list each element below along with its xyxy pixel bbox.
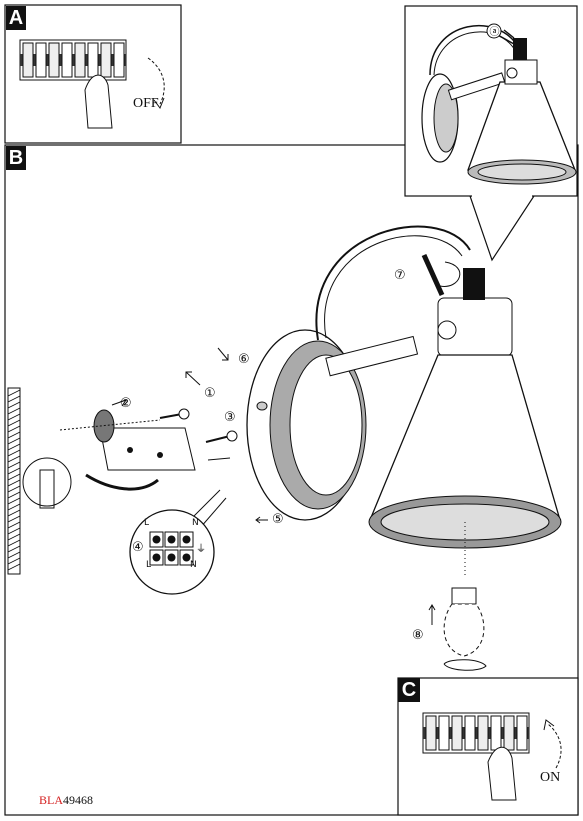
wall-hatch (7, 557, 21, 565)
wall-hatch (7, 437, 21, 445)
step-5-label: ⑤ (272, 512, 284, 527)
panel-a-label: A (6, 6, 26, 30)
wall-hatch (7, 461, 21, 469)
breaker-switch (516, 715, 528, 751)
wall-hatch (7, 419, 21, 427)
breaker-switch (451, 715, 463, 751)
product-code: BLA49468 (39, 793, 93, 808)
hand-off (84, 74, 113, 129)
wall-plate (246, 329, 367, 521)
wall-hatch (7, 563, 21, 571)
step-3-label: ③ (224, 410, 236, 425)
breaker-switch (87, 42, 99, 78)
breaker-strip-c (422, 712, 562, 801)
breaker-switch (61, 42, 73, 78)
wall-hatch (7, 473, 21, 481)
breaker-switch (438, 715, 450, 751)
wall-hatch (7, 521, 21, 529)
mounting-bracket (22, 399, 238, 509)
wall-hatch (7, 425, 21, 433)
terminal-n-top: N (192, 518, 199, 528)
lamp-arm (315, 225, 471, 377)
wall-hatch (7, 509, 21, 517)
wall-hatch (7, 413, 21, 421)
breaker-switch (477, 715, 489, 751)
panel-b-label: B (6, 146, 26, 170)
wall-hatch (7, 533, 21, 541)
panel-c-label: C (398, 678, 420, 702)
wall-hatch (7, 449, 21, 457)
earth-icon: ⏚ (196, 544, 206, 555)
wall (7, 387, 21, 575)
terminal-n-bottom: N (190, 560, 197, 570)
terminal-l-top: L (144, 518, 150, 528)
wall-hatch (7, 497, 21, 505)
terminal-screw (152, 535, 161, 544)
wall-hatch (7, 431, 21, 439)
wall-hatch (7, 503, 21, 511)
wall-hatch (7, 455, 21, 463)
on-label: ON (540, 770, 561, 785)
wall-hatch (7, 395, 21, 403)
step-8-label: ⑧ (412, 628, 424, 643)
terminal-l-bottom: L (146, 560, 152, 570)
step-4-label: ④ (132, 540, 144, 555)
panel-a-frame (4, 4, 182, 144)
lamp-shade (368, 268, 562, 578)
wall-hatch (7, 551, 21, 559)
wall-hatch (7, 515, 21, 523)
wall-hatch (7, 545, 21, 553)
off-label: OFF (133, 96, 159, 111)
wall-hatch (7, 539, 21, 547)
step-6-label: ⑥ (238, 352, 250, 367)
breaker-switch (22, 42, 34, 78)
product-code-prefix: BLA (39, 793, 63, 807)
breaker-switch (35, 42, 47, 78)
detail-callout-label: ⓐ (490, 26, 500, 38)
terminal-screw (152, 553, 161, 562)
wall-hatch (7, 443, 21, 451)
bulb (428, 587, 487, 671)
breaker-switch (490, 715, 502, 751)
wall-hatch (7, 527, 21, 535)
step-1-label: ① (204, 386, 216, 401)
breaker-switch (425, 715, 437, 751)
breaker-switch (464, 715, 476, 751)
wall-hatch (7, 485, 21, 493)
detail-inset (404, 5, 578, 262)
terminal-screw (182, 535, 191, 544)
breaker-strip-a (19, 39, 165, 129)
wall-hatch (7, 479, 21, 487)
hand-on (487, 746, 517, 801)
breaker-switch (113, 42, 125, 78)
terminal-screw (182, 553, 191, 562)
product-code-number: 49468 (63, 793, 93, 807)
breaker-switch (503, 715, 515, 751)
wall-hatch (7, 389, 21, 397)
breaker-switch (48, 42, 60, 78)
breaker-switch (100, 42, 112, 78)
step-2-label: ② (120, 396, 132, 411)
wall-hatch (7, 401, 21, 409)
wall-hatch (7, 491, 21, 499)
screwdriver (421, 253, 461, 297)
step-7-label: ⑦ (394, 268, 406, 283)
wall-hatch (7, 467, 21, 475)
terminal-screw (167, 535, 176, 544)
arrows (185, 347, 268, 524)
terminal-zoom (129, 489, 227, 595)
breaker-switch (74, 42, 86, 78)
wall-hatch (7, 407, 21, 415)
panel-b-frame (4, 144, 579, 816)
terminal-screw (167, 553, 176, 562)
